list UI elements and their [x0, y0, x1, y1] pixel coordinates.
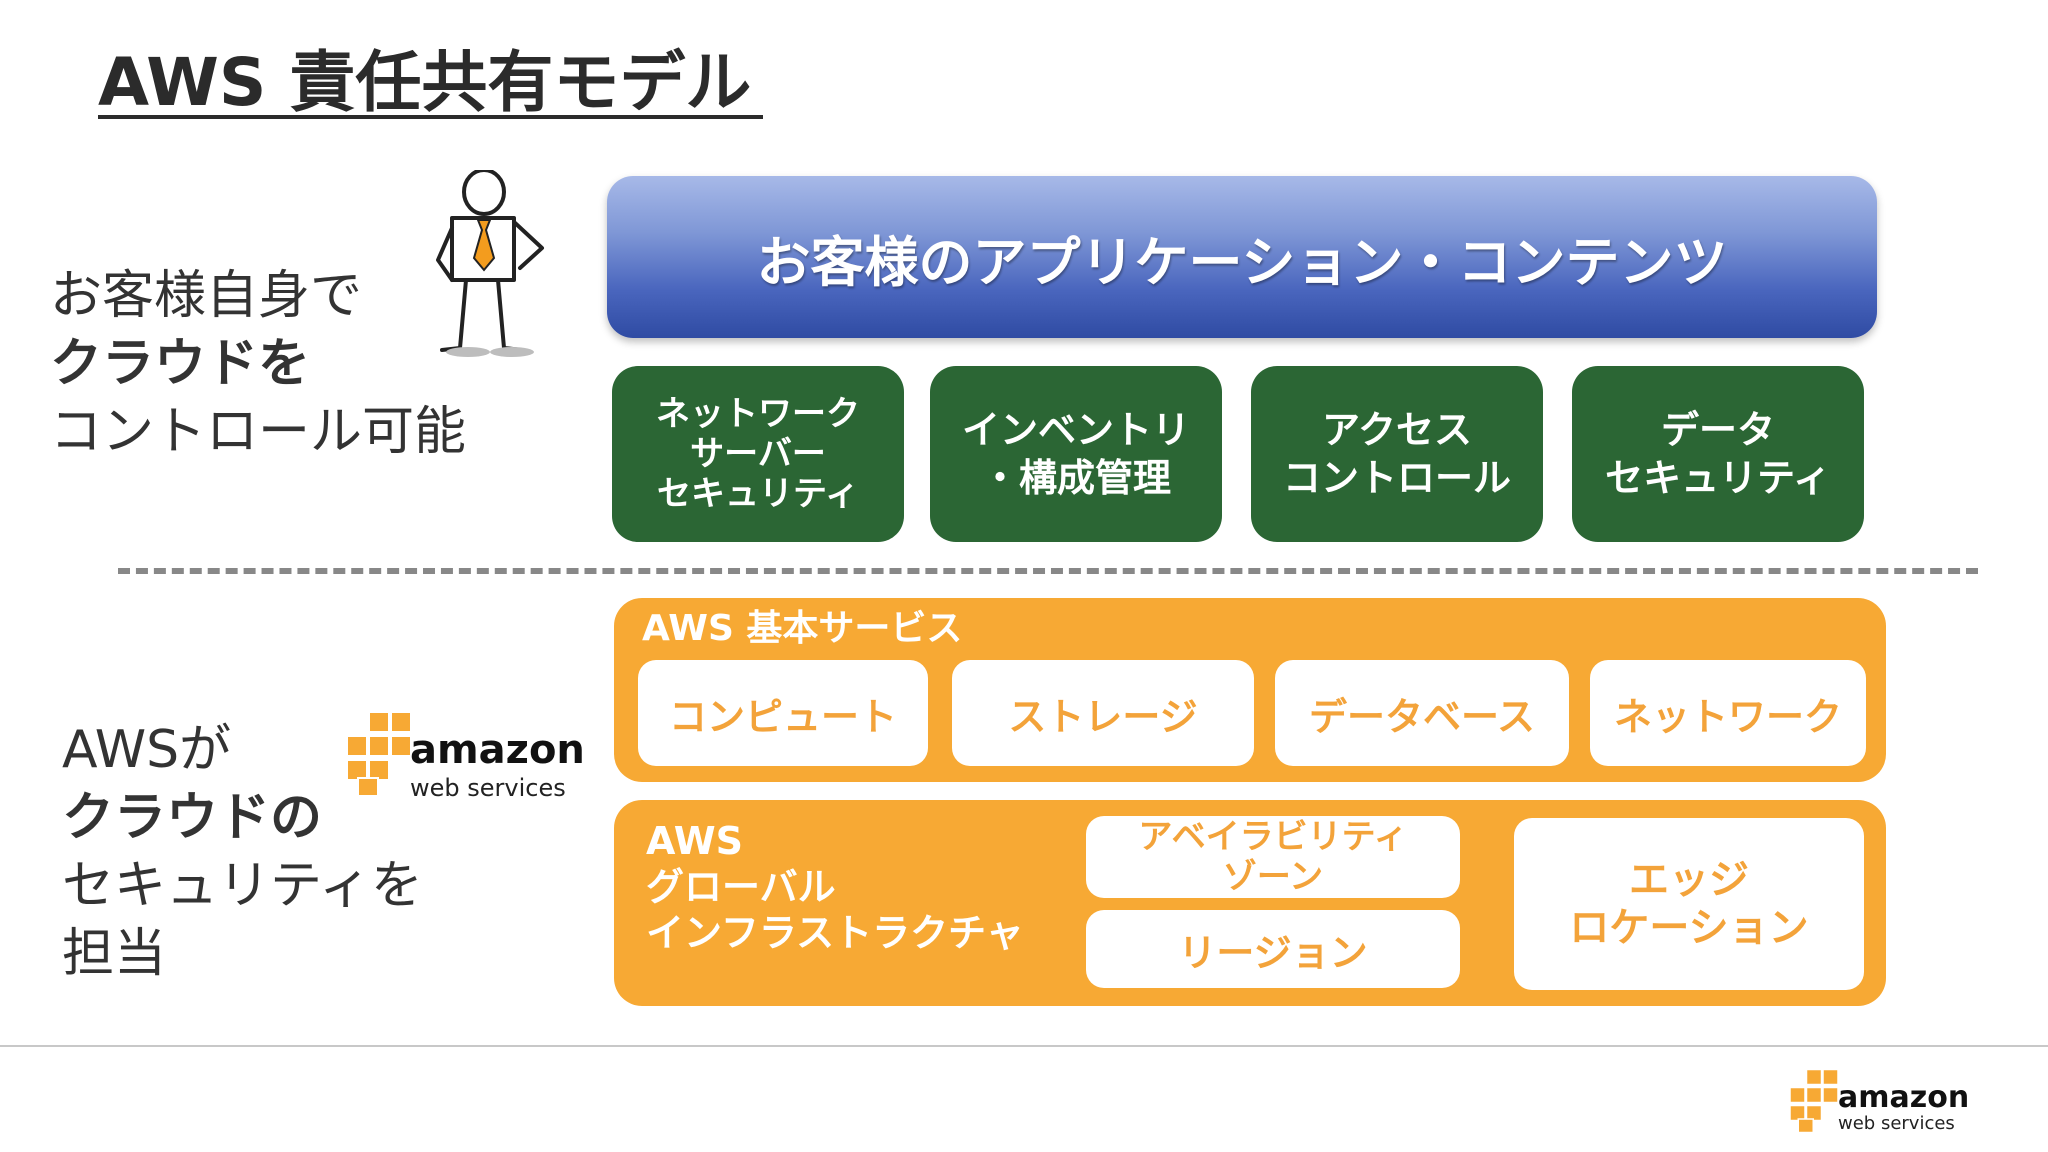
availability-zone-box: アベイラビリティ ゾーン: [1086, 816, 1460, 898]
edge-location-box: エッジ ロケーション: [1514, 818, 1864, 990]
database-box: データベース: [1275, 660, 1569, 766]
aws-responsibility-text: AWSが クラウドの セキュリティを 担当: [62, 720, 423, 984]
page-title: AWS 責任共有モデル: [98, 44, 752, 121]
global-infrastructure-label: AWS グローバル インフラストラクチャ: [646, 819, 1024, 955]
inventory-config-box: インベントリ ・構成管理: [930, 366, 1222, 542]
footer-aws-cubes-icon: [1789, 1068, 1839, 1134]
customer-application-content-bar: お客様のアプリケーション・コンテンツ: [607, 176, 1877, 338]
aws-cubes-logo-icon: [346, 711, 412, 797]
networking-box: ネットワーク: [1590, 660, 1866, 766]
foundation-services-label: AWS 基本サービス: [642, 608, 963, 649]
data-security-box: データ セキュリティ: [1572, 366, 1864, 542]
region-box: リージョン: [1086, 910, 1460, 988]
customer-responsibility-text: お客様自身で クラウドを コントロール可能: [50, 266, 467, 462]
storage-box: ストレージ: [952, 660, 1254, 766]
responsibility-divider: [118, 568, 1978, 574]
compute-box: コンピュート: [638, 660, 928, 766]
amazon-logo-word: amazon: [410, 727, 585, 773]
web-services-logo-text: web services: [410, 774, 566, 802]
network-server-security-box: ネットワーク サーバー セキュリティ: [612, 366, 904, 542]
title-underline: [98, 115, 763, 119]
footer-amazon-word: amazon: [1838, 1080, 1970, 1115]
footer-web-services-text: web services: [1838, 1113, 1955, 1134]
footer-divider: [0, 1045, 2048, 1047]
access-control-box: アクセス コントロール: [1251, 366, 1543, 542]
stick-figure-icon: [436, 170, 544, 357]
